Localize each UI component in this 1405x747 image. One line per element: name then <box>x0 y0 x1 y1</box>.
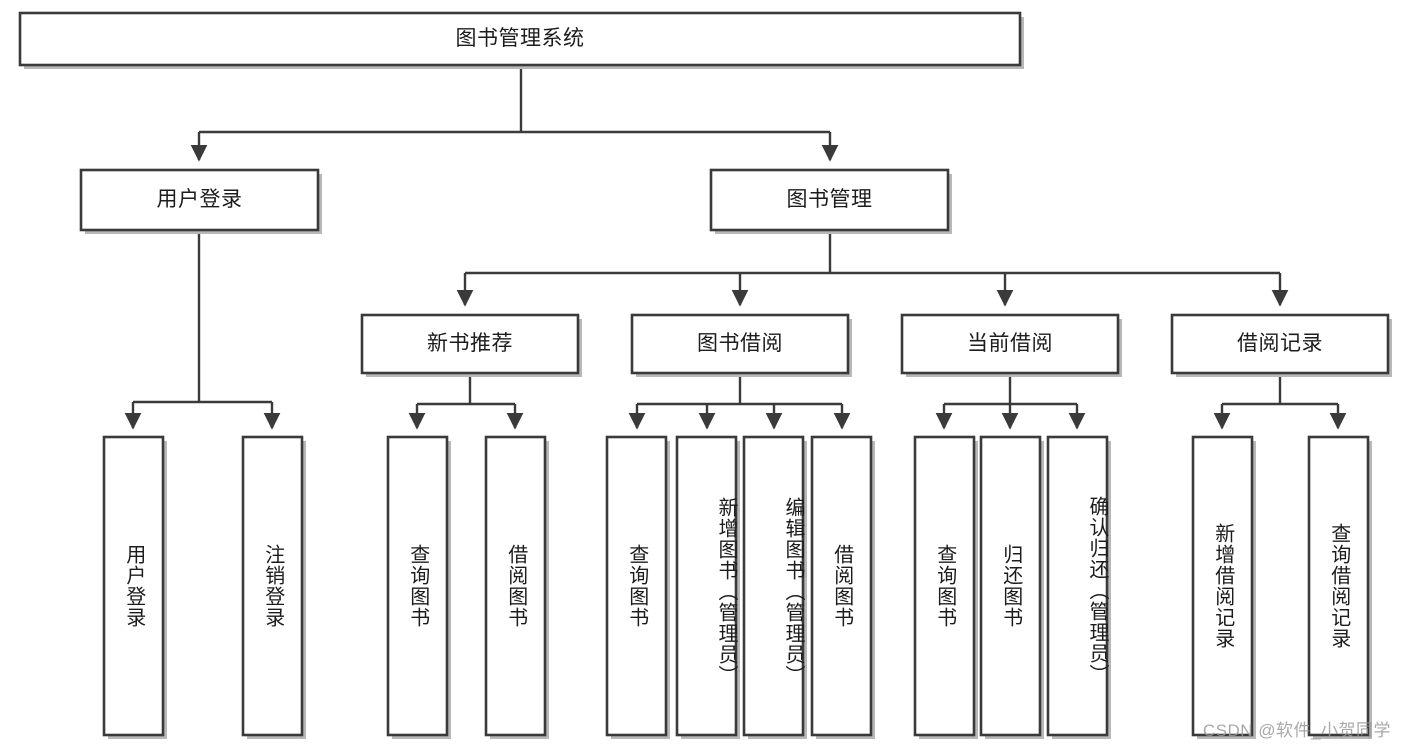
leaf-confirm-return-box[interactable] <box>1046 435 1111 739</box>
leaf-return-book-box[interactable] <box>979 435 1044 739</box>
leaf-query-borrow-record-box[interactable] <box>1307 435 1372 739</box>
leaf-query-book-recommend-box[interactable] <box>386 435 451 739</box>
leaf-borrow-book-box[interactable] <box>810 435 875 739</box>
node-borrow-records-box[interactable] <box>1170 313 1392 377</box>
leaf-logout-box[interactable] <box>241 435 306 739</box>
connector-root-to-level2 <box>190 66 839 162</box>
node-user-login-box[interactable] <box>79 168 322 234</box>
leaf-query-book-borrow-box[interactable] <box>605 435 670 739</box>
connector-userlogin-to-leaves <box>124 232 281 430</box>
leaf-borrow-book-recommend-box[interactable] <box>484 435 549 739</box>
node-book-borrow-box[interactable] <box>630 313 852 377</box>
connector-newbook-to-leaves <box>408 375 524 430</box>
connector-bookborrow-to-leaves <box>628 375 851 430</box>
node-current-borrow-box[interactable] <box>900 313 1122 377</box>
leaf-add-book-box[interactable] <box>675 435 740 739</box>
leaf-edit-book-box[interactable] <box>742 435 807 739</box>
connector-currentborrow-to-leaves <box>935 375 1086 430</box>
connector-borrowrecords-to-leaves <box>1213 375 1347 430</box>
leaf-user-login-box[interactable] <box>102 435 167 739</box>
node-book-management-box[interactable] <box>709 168 952 234</box>
leaf-add-borrow-record-box[interactable] <box>1191 435 1256 739</box>
leaf-query-book-current-box[interactable] <box>913 435 978 739</box>
node-root-box[interactable] <box>18 11 1024 69</box>
node-new-book-recommend-box[interactable] <box>360 313 582 377</box>
connector-bookmgmt-to-level3 <box>456 232 1289 307</box>
